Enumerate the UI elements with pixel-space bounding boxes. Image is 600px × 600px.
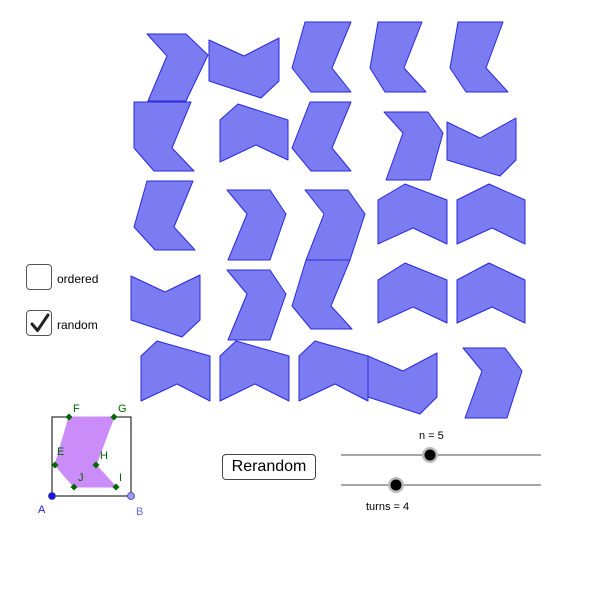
tile-2 xyxy=(133,101,195,172)
tile-5 xyxy=(369,21,427,93)
tile-12 xyxy=(226,189,287,261)
point-label-j: J xyxy=(78,472,84,484)
checkmark-icon xyxy=(30,313,50,332)
rerandom-button[interactable]: Rerandom xyxy=(222,454,316,480)
point-f[interactable] xyxy=(65,413,73,421)
tile-23 xyxy=(298,340,369,402)
turns-slider-handle[interactable] xyxy=(390,479,402,491)
point-a[interactable] xyxy=(48,492,56,500)
ordered-label: ordered xyxy=(57,272,99,286)
tile-4 xyxy=(291,21,352,93)
tile-10 xyxy=(446,117,517,177)
point-label-i: I xyxy=(119,472,122,484)
tile-20 xyxy=(456,262,526,324)
point-i[interactable] xyxy=(112,483,120,491)
tile-6 xyxy=(449,21,509,93)
n-slider[interactable] xyxy=(341,447,541,463)
tile-7 xyxy=(219,103,289,163)
construction-panel: A B E F G HI J xyxy=(38,403,143,518)
point-label-a: A xyxy=(38,504,46,516)
tile-14 xyxy=(377,183,448,245)
point-label-e: E xyxy=(57,446,64,458)
tile-8 xyxy=(291,101,352,172)
point-label-b: B xyxy=(136,506,143,518)
point-j[interactable] xyxy=(70,483,78,491)
tile-17 xyxy=(226,269,287,341)
tile-1 xyxy=(146,33,209,102)
tile-13 xyxy=(304,189,366,261)
point-label-f: F xyxy=(73,403,80,415)
random-label: random xyxy=(57,318,98,332)
tile-pattern xyxy=(130,21,526,419)
point-b[interactable] xyxy=(127,492,135,500)
tile-18 xyxy=(130,274,201,338)
point-label-h: H xyxy=(100,450,108,462)
point-g[interactable] xyxy=(110,413,118,421)
turns-slider[interactable] xyxy=(341,477,541,493)
n-slider-label: n = 5 xyxy=(419,430,444,442)
turns-slider-label: turns = 4 xyxy=(366,501,410,513)
random-checkbox[interactable] xyxy=(26,310,52,336)
tile-9 xyxy=(383,111,444,181)
point-label-g: G xyxy=(118,403,127,415)
tile-16 xyxy=(291,259,353,330)
tile-11 xyxy=(133,180,196,251)
tile-15 xyxy=(456,183,526,245)
tile-3 xyxy=(208,37,280,99)
point-e[interactable] xyxy=(51,461,59,469)
point-h[interactable] xyxy=(92,461,100,469)
n-slider-handle[interactable] xyxy=(424,449,436,461)
ordered-checkbox[interactable] xyxy=(26,264,52,290)
tile-19 xyxy=(377,262,448,324)
tile-21 xyxy=(140,340,211,402)
tile-25 xyxy=(462,347,523,419)
tile-22 xyxy=(219,340,290,402)
tile-24 xyxy=(367,352,438,415)
